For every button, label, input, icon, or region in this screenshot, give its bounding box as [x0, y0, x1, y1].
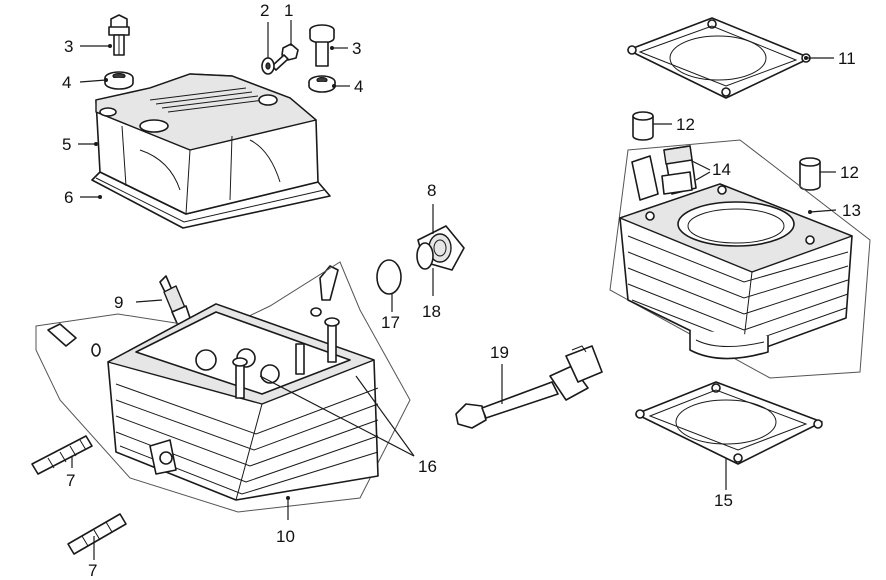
cylinder-head: [107, 303, 379, 501]
callout-9: 9: [114, 293, 124, 312]
callout-3-left: 3: [64, 37, 74, 56]
callout-4-left: 4: [62, 73, 72, 92]
leader-lines: [71, 20, 837, 560]
cylinder-head-cover: [95, 73, 319, 215]
top-gasket: [627, 17, 811, 99]
callout-8: 8: [427, 181, 437, 200]
callout-17: 17: [381, 313, 400, 332]
base-gasket: [635, 381, 823, 465]
o-ring-17: [376, 259, 402, 295]
callout-1: 1: [284, 1, 294, 20]
callout-5: 5: [62, 135, 72, 154]
callout-7-upper: 7: [66, 471, 76, 490]
dowel-pin-left: [632, 111, 654, 141]
cap-bolt-left: [108, 14, 130, 56]
callout-10: 10: [276, 527, 295, 546]
cylinder-block: [619, 183, 853, 360]
callout-12-right: 12: [840, 163, 859, 182]
temperature-sensor: [455, 345, 603, 429]
callout-12-left: 12: [676, 115, 695, 134]
callout-4-right: 4: [354, 77, 364, 96]
callout-19: 19: [490, 343, 509, 362]
o-ring-18: [416, 242, 434, 270]
callout-3-right: 3: [352, 39, 362, 58]
callout-7-lower: 7: [88, 561, 98, 580]
callout-13: 13: [842, 201, 861, 220]
stud-lower: [67, 513, 127, 555]
cap-bolt-right: [309, 24, 335, 67]
stud-upper: [31, 435, 93, 475]
washer-right: [308, 75, 336, 93]
callout-14: 14: [712, 160, 731, 179]
callout-15: 15: [714, 491, 733, 510]
callout-16: 16: [418, 457, 437, 476]
washer-left: [104, 71, 134, 90]
callout-18: 18: [422, 302, 441, 321]
callout-11: 11: [838, 49, 856, 68]
valve-adjuster: [310, 265, 339, 317]
small-washer: [261, 57, 275, 75]
cylinder-outline: [609, 139, 871, 379]
chain-guides: [631, 145, 697, 201]
callout-6: 6: [64, 188, 74, 207]
dowel-pin-right: [799, 157, 821, 191]
side-plug: [47, 323, 101, 357]
small-bolt: [271, 43, 299, 71]
callout-2: 2: [260, 1, 270, 20]
